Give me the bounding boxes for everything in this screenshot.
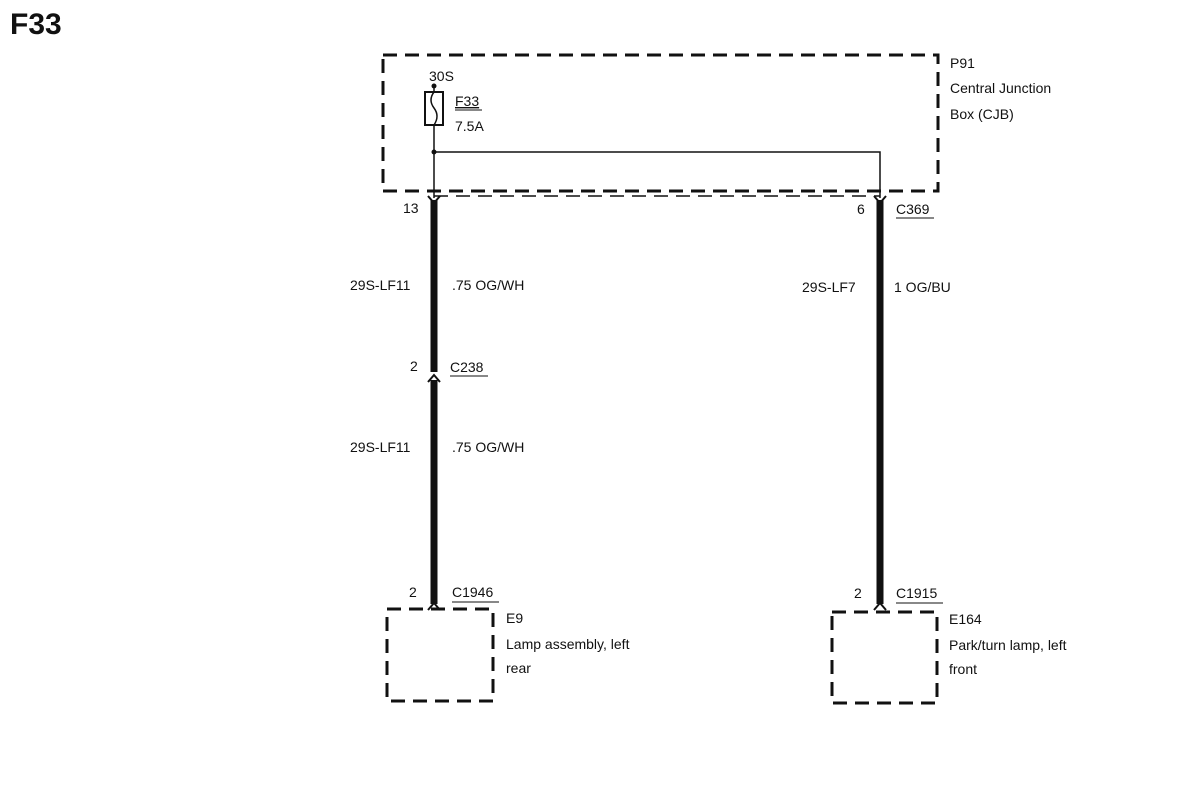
junction-box-id: P91 [950, 55, 975, 71]
left-inline-pin: 2 [410, 358, 418, 374]
left-load-connector: C1946 [452, 584, 493, 600]
page-title: F33 [10, 8, 62, 41]
junction-box-outline [381, 53, 940, 193]
left-load-name-line2: rear [506, 660, 531, 676]
left-cjb-pin: 13 [403, 200, 419, 216]
right-cjb-connector: C369 [896, 201, 930, 217]
left-load-pin: 2 [409, 584, 417, 600]
fuse-icon [424, 91, 444, 126]
left-inline-connector-icon [427, 373, 441, 383]
left-load-id: E9 [506, 610, 523, 626]
left-wire2-spec: .75 OG/WH [452, 439, 524, 455]
left-wire1-spec: .75 OG/WH [452, 277, 524, 293]
right-load-connector: C1915 [896, 585, 937, 601]
right-load-pin: 2 [854, 585, 862, 601]
left-load-outline [385, 607, 495, 703]
left-wire1-code: 29S-LF11 [350, 277, 411, 293]
junction-box-name-line2: Box (CJB) [950, 106, 1014, 122]
left-wire2-code: 29S-LF11 [350, 439, 411, 455]
right-wire-code: 29S-LF7 [802, 279, 856, 295]
supply-label: 30S [429, 68, 454, 84]
left-inline-connector: C238 [450, 359, 484, 375]
right-load-connector-icon [873, 601, 887, 611]
fuse-rating: 7.5A [455, 118, 484, 134]
internal-wire-right [434, 151, 881, 198]
junction-box-name-line1: Central Junction [950, 80, 1051, 96]
right-load-outline [830, 610, 939, 705]
right-load-name-line1: Park/turn lamp, left [949, 637, 1067, 653]
right-load-name-line2: front [949, 661, 977, 677]
right-load-id: E164 [949, 611, 982, 627]
right-wire-spec: 1 OG/BU [894, 279, 951, 295]
left-load-name-line1: Lamp assembly, left [506, 636, 630, 652]
fuse-id: F33 [455, 93, 479, 109]
right-cjb-pin: 6 [857, 201, 865, 217]
